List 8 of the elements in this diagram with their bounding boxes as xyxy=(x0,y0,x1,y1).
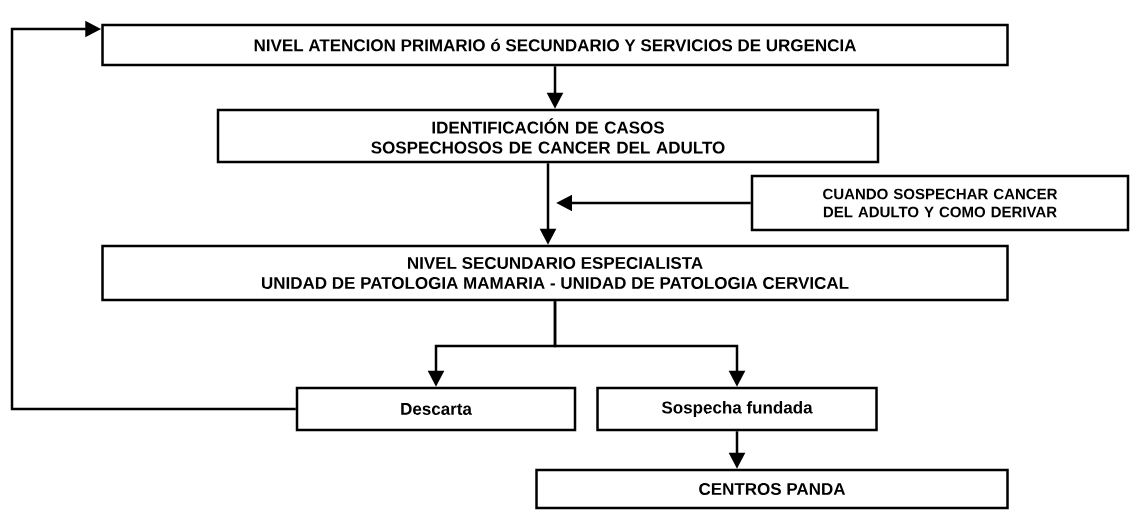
arrow xyxy=(10,20,296,411)
process-box: NIVEL ATENCION PRIMARIO ó SECUNDARIO Y SERVICIOS DE URGENCIA xyxy=(101,23,1009,67)
process-box: CENTROS PANDA xyxy=(535,468,1009,510)
process-box: Sospecha fundada xyxy=(596,386,878,432)
process-box: NIVEL SECUNDARIO ESPECIALISTA UNIDAD DE PATOLOGIA MAMARIA - UNIDAD DE PATOLOGIA CERVICAL xyxy=(101,244,1009,302)
process-box: Descarta xyxy=(295,386,577,432)
process-box: IDENTIFICACIÓN DE CASOS SOSPECHOSOS DE CANCER DEL ADULTO xyxy=(216,108,880,164)
process-box: CUANDO SOSPECHAR CANCER DEL ADULTO Y COMO DERIVAR xyxy=(750,174,1130,232)
